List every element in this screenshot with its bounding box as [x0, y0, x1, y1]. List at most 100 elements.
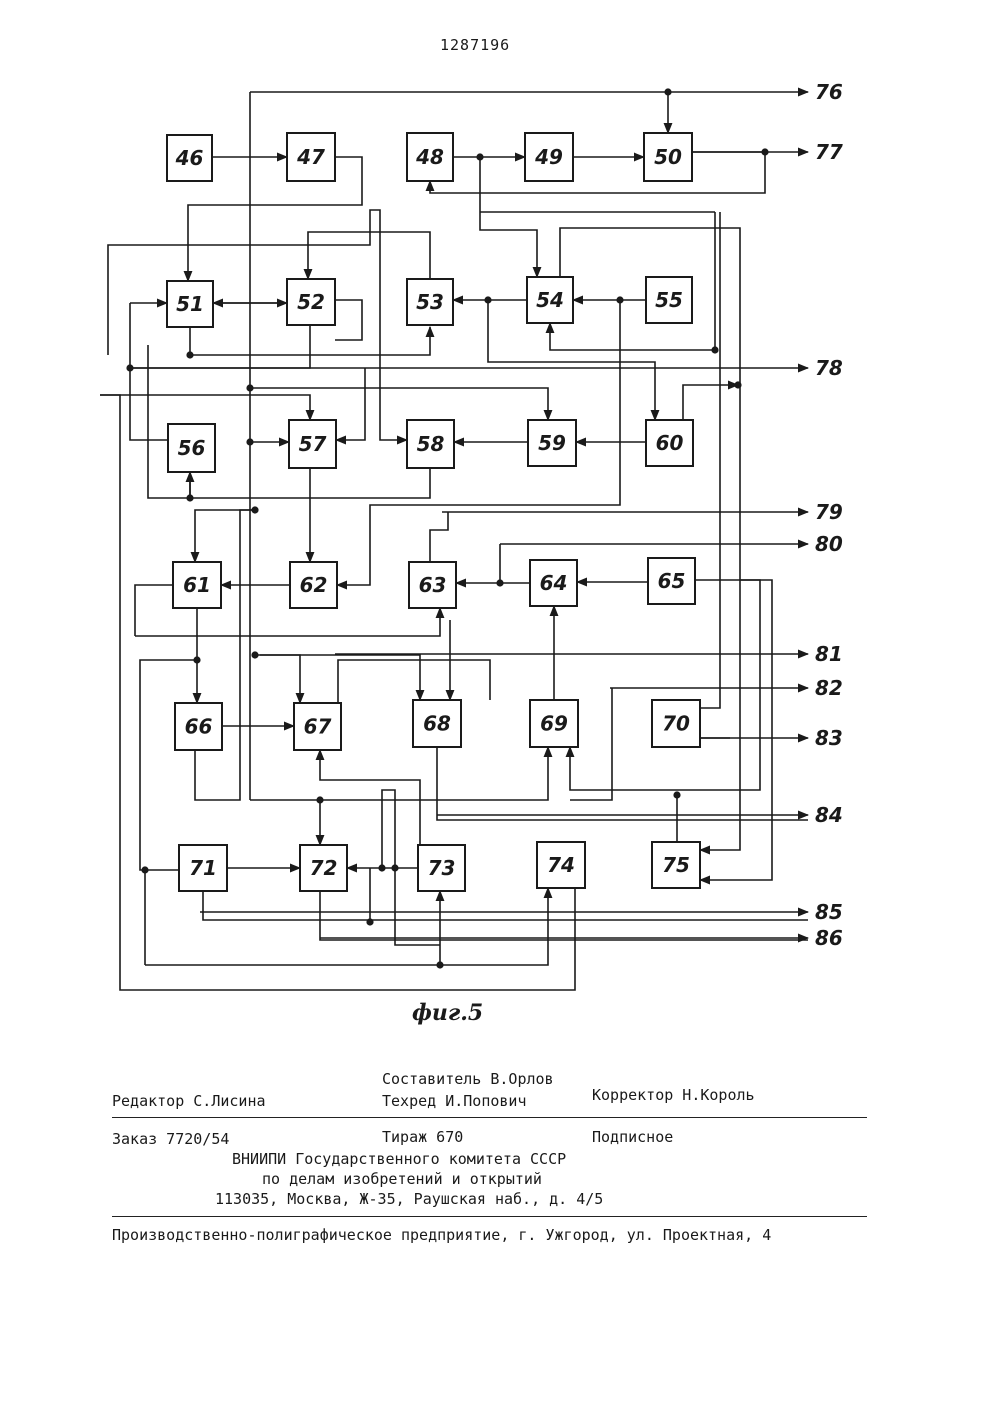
- junction-dot: [616, 296, 623, 303]
- block-label-47: 47: [296, 145, 325, 169]
- imprint-circulation: Тираж 670: [382, 1128, 463, 1146]
- junction-dot: [476, 153, 483, 160]
- imprint-compiler: Составитель В.Орлов: [382, 1070, 554, 1088]
- connection-wire: [135, 608, 440, 636]
- block-label-56: 56: [178, 436, 206, 460]
- connection-wire: [700, 212, 720, 708]
- output-label-84: 84: [815, 803, 843, 827]
- block-label-73: 73: [428, 856, 456, 880]
- connection-wire: [250, 388, 548, 420]
- junction-dot: [193, 656, 200, 663]
- junction-dot: [186, 351, 193, 358]
- junction-dot: [251, 651, 258, 658]
- block-label-66: 66: [185, 715, 213, 739]
- connection-wire: [430, 512, 448, 562]
- connection-wire: [335, 300, 362, 340]
- connection-wire: [570, 580, 760, 790]
- block-label-52: 52: [297, 290, 325, 314]
- imprint-printer: Производственно-полиграфическое предприя…: [112, 1226, 771, 1244]
- junction-dot: [484, 296, 491, 303]
- junction-dot: [496, 579, 503, 586]
- output-label-78: 78: [815, 356, 843, 380]
- junction-dot: [246, 384, 253, 391]
- imprint-rule-top: [112, 1117, 867, 1118]
- connection-wire: [130, 303, 168, 440]
- block-label-60: 60: [656, 431, 684, 455]
- imprint-org-line1: ВНИИПИ Государственного комитета СССР: [232, 1150, 566, 1168]
- connection-wire: [683, 385, 738, 420]
- output-label-83: 83: [815, 726, 843, 750]
- block-label-71: 71: [189, 856, 217, 880]
- junction-dot: [316, 796, 323, 803]
- junction-dot: [711, 346, 718, 353]
- connection-wire: [308, 232, 430, 279]
- block-label-75: 75: [662, 853, 690, 877]
- connection-wire: [250, 747, 548, 800]
- block-label-68: 68: [423, 712, 451, 736]
- output-label-86: 86: [815, 926, 843, 950]
- connection-wire: [140, 660, 197, 870]
- output-label-76: 76: [815, 80, 843, 104]
- block-label-54: 54: [536, 288, 564, 312]
- junction-dot: [366, 918, 373, 925]
- connection-wire: [260, 655, 300, 703]
- block-diagram: 46 47 48 49 50 51 52 53 54 55 56 57 58 59 60 61 62 63 64 65…: [0, 0, 1000, 1010]
- imprint-rule-bottom: [112, 1216, 867, 1217]
- block-label-46: 46: [175, 146, 204, 170]
- connection-wire: [338, 660, 490, 703]
- connection-wire: [203, 891, 808, 920]
- imprint-org-line2: по делам изобретений и открытий: [262, 1170, 542, 1188]
- block-label-69: 69: [540, 712, 568, 736]
- block-label-63: 63: [419, 573, 447, 597]
- junction-dot: [673, 791, 680, 798]
- connection-wire: [145, 888, 548, 965]
- junction-dot: [141, 866, 148, 873]
- output-label-79: 79: [815, 500, 843, 524]
- output-label-82: 82: [815, 676, 843, 700]
- junction-dot: [391, 864, 398, 871]
- connection-wire: [195, 510, 255, 800]
- connection-wire: [135, 585, 173, 636]
- connection-wire: [100, 395, 310, 420]
- imprint-address: 113035, Москва, Ж-35, Раушская наб., д. …: [215, 1190, 603, 1208]
- block-label-57: 57: [299, 432, 327, 456]
- output-label-85: 85: [815, 900, 843, 924]
- connection-wire: [320, 891, 808, 940]
- block-label-48: 48: [415, 145, 444, 169]
- junction-dot: [246, 438, 253, 445]
- connection-wire: [336, 368, 365, 440]
- block-label-62: 62: [300, 573, 328, 597]
- imprint-editor: Редактор С.Лисина: [112, 1092, 266, 1110]
- junction-dot: [251, 506, 258, 513]
- imprint-order: Заказ 7720/54: [112, 1130, 229, 1148]
- block-label-65: 65: [658, 569, 686, 593]
- block-label-50: 50: [654, 145, 682, 169]
- block-label-58: 58: [417, 432, 445, 456]
- output-label-80: 80: [815, 532, 843, 556]
- imprint-corrector: Корректор Н.Король: [592, 1086, 755, 1104]
- imprint-subscription: Подписное: [592, 1128, 673, 1146]
- junction-dot: [734, 381, 741, 388]
- block-label-49: 49: [534, 145, 563, 169]
- block-label-61: 61: [183, 573, 211, 597]
- connection-wire: [320, 750, 420, 845]
- figure-caption: фиг.5: [412, 1000, 483, 1026]
- output-label-81: 81: [815, 642, 843, 666]
- block-label-70: 70: [662, 712, 690, 736]
- block-label-53: 53: [416, 290, 444, 314]
- connection-wire: [130, 325, 310, 368]
- block-label-72: 72: [310, 856, 338, 880]
- block-label-67: 67: [304, 715, 332, 739]
- junction-dot: [436, 961, 443, 968]
- junction-dot: [186, 494, 193, 501]
- connection-wire: [195, 510, 255, 562]
- block-label-74: 74: [547, 853, 575, 877]
- junction-dot: [378, 864, 385, 871]
- block-label-55: 55: [655, 288, 683, 312]
- block-label-64: 64: [540, 571, 568, 595]
- output-label-77: 77: [815, 140, 843, 164]
- block-label-59: 59: [538, 431, 566, 455]
- block-label-51: 51: [176, 292, 204, 316]
- imprint-techred: Техред И.Попович: [382, 1092, 527, 1110]
